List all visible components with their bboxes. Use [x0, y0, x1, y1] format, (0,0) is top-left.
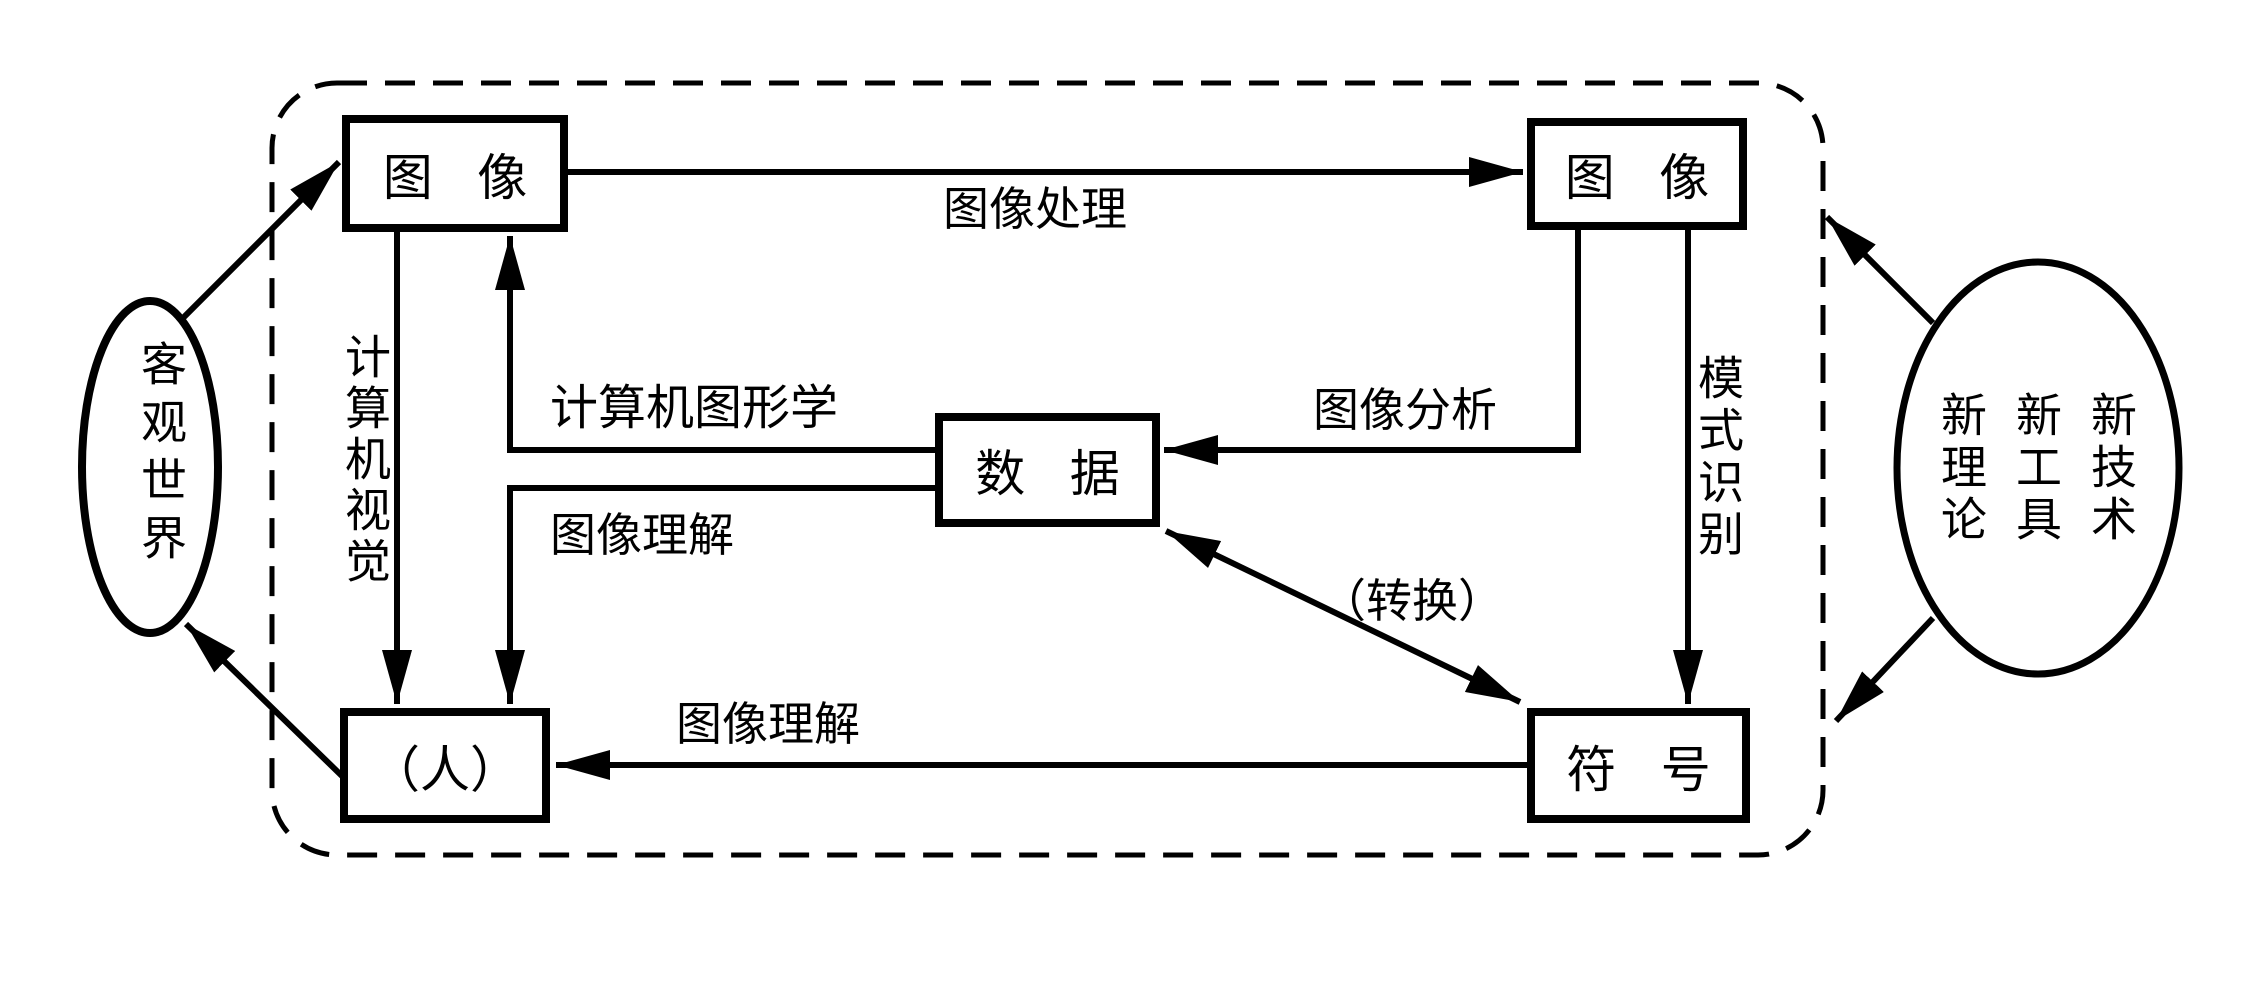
node-image-right: 图 像 [1527, 118, 1747, 230]
edge-label-image-understanding-bottom: 图像理解 [676, 699, 860, 750]
node-innovation-label: 新技术 新工具 新理论 [1935, 391, 2136, 547]
arrow-image-understanding-mid [495, 485, 935, 704]
node-symbol: 符 号 [1527, 708, 1750, 823]
node-image-left: 图 像 [342, 115, 568, 232]
node-world-label: 客观世界 [135, 340, 186, 572]
world-ellipse [78, 297, 222, 637]
node-symbol-label: 符 号 [1566, 741, 1727, 798]
arrow-innovation-to-boundary-bottom [1833, 615, 1936, 724]
edge-label-computer-graphics: 计算机图形学 [550, 382, 839, 435]
edge-label-pattern-recognition: 模式识别 [1692, 354, 1743, 562]
node-human-label: （人） [370, 741, 520, 798]
node-human: （人） [340, 708, 550, 823]
node-data: 数 据 [935, 413, 1160, 527]
edge-label-conversion: （转换） [1320, 576, 1504, 627]
node-image-right-label: 图 像 [1564, 150, 1726, 206]
edge-label-computer-vision: 计算机视觉 [339, 333, 390, 588]
system-boundary-dashed-border [269, 80, 1826, 858]
node-data-label: 数 据 [975, 446, 1136, 502]
node-image-left-label: 图 像 [382, 149, 544, 206]
arrow-world-to-image [180, 159, 342, 321]
edge-label-image-understanding-mid: 图像理解 [550, 510, 734, 561]
arrow-computer-graphics [495, 236, 935, 453]
edge-label-image-analysis: 图像分析 [1313, 385, 1497, 436]
arrow-conversion-bidirectional [1164, 528, 1522, 705]
edge-label-image-processing: 图像处理 [943, 184, 1127, 235]
arrow-human-to-world [183, 621, 345, 779]
innovation-ellipse [1893, 258, 2183, 678]
arrow-image-analysis [1164, 230, 1581, 465]
arrow-innovation-to-boundary-top [1824, 214, 1936, 326]
